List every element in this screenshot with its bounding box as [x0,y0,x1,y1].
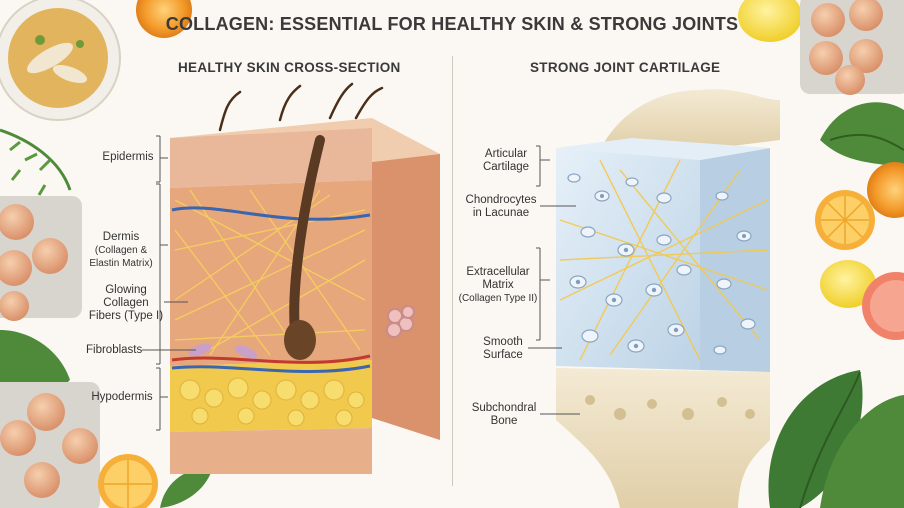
skin-block [170,84,440,474]
egg-carton-left-icon [0,196,82,321]
herb-left-icon [0,130,70,195]
label-fibroblasts: Fibroblasts [86,344,142,357]
label-extracellular-matrix: Extracellular Matrix (Collagen Type II) [456,266,540,305]
orange-half-bottom-icon [98,454,158,508]
egg-carton-bottom-left-icon [0,382,100,508]
spinach-right-icon [768,370,904,508]
label-hypodermis: Hypodermis [88,391,156,404]
page-title: COLLAGEN: ESSENTIAL FOR HEALTHY SKIN & S… [0,14,904,35]
label-dermis: Dermis (Collagen & Elastin Matrix) [86,231,156,270]
skin-section-heading: HEALTHY SKIN CROSS-SECTION [178,60,401,75]
label-articular-cartilage: Articular Cartilage [476,148,536,174]
kale-right-icon [820,102,904,170]
orange-half-right-icon [815,190,875,250]
label-epidermis: Epidermis [100,151,156,164]
joint-section-heading: STRONG JOINT CARTILAGE [530,60,720,75]
label-collagen-fibers: Glowing Collagen Fibers (Type I) [86,284,166,323]
joint-block [556,89,780,508]
section-divider [452,56,453,486]
leaf-bottom-icon [160,469,212,508]
label-chondrocytes: Chondrocytes in Lacunae [462,194,540,220]
label-subchondral-bone: Subchondral Bone [468,402,540,428]
label-smooth-surface: Smooth Surface [476,336,530,362]
